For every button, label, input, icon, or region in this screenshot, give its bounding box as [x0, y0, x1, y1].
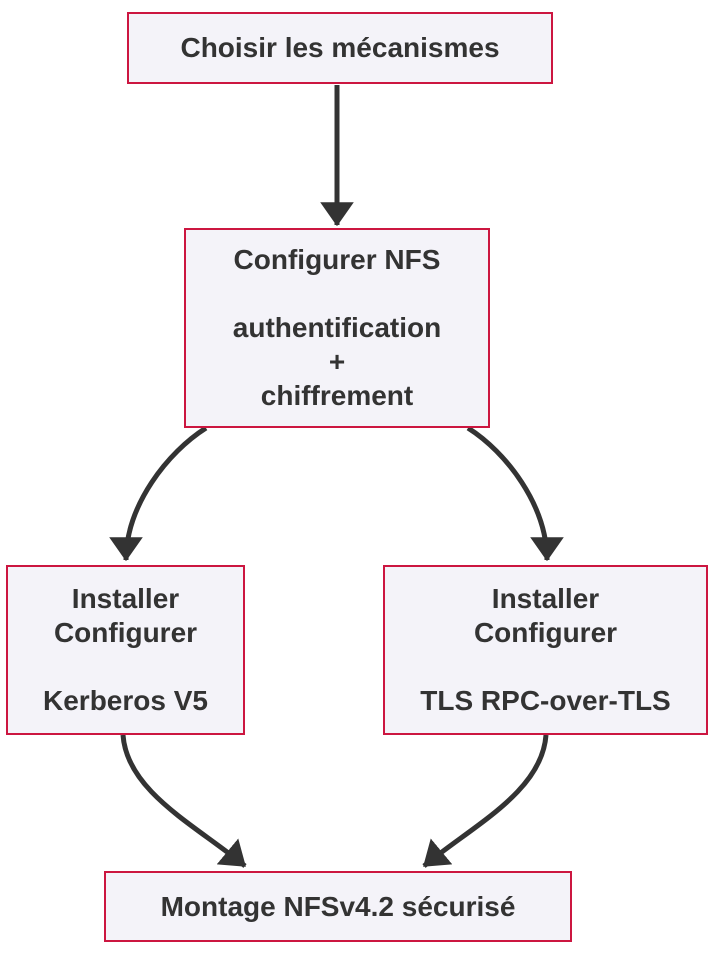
node-label: chiffrement: [260, 380, 414, 411]
node-configurer-nfs: Configurer NFS authentification + chiffr…: [184, 228, 490, 428]
node-label-spacer: [18, 650, 233, 684]
node-tls-rpc-over-tls: Installer Configurer TLS RPC-over-TLS: [383, 565, 708, 735]
node-label: Choisir les mécanismes: [180, 32, 500, 63]
node-label: Kerberos V5: [43, 685, 208, 716]
node-label-spacer: [395, 650, 696, 684]
node-label: Montage NFSv4.2 sécurisé: [160, 890, 516, 922]
node-label-spacer: [196, 277, 478, 311]
node-label: Installer: [491, 583, 600, 614]
node-montage-nfsv42-securise: Montage NFSv4.2 sécurisé: [104, 871, 572, 942]
node-label: Configurer: [473, 617, 618, 648]
node-label: Configurer: [53, 617, 198, 648]
node-label: Installer: [71, 583, 180, 614]
edge-configurer-to-kerberos-arrow: [109, 425, 208, 562]
node-label: TLS RPC-over-TLS: [420, 685, 671, 716]
edge-tls-to-montage-arrow: [422, 734, 549, 868]
node-label: +: [328, 346, 346, 377]
node-kerberos-v5: Installer Configurer Kerberos V5: [6, 565, 245, 735]
edge-configurer-to-tls-arrow: [466, 425, 564, 562]
node-label: authentification: [232, 312, 442, 343]
edge-kerberos-to-montage-arrow: [120, 734, 247, 868]
node-label: Configurer NFS: [233, 244, 441, 275]
node-choisir-mecanismes: Choisir les mécanismes: [127, 12, 553, 84]
